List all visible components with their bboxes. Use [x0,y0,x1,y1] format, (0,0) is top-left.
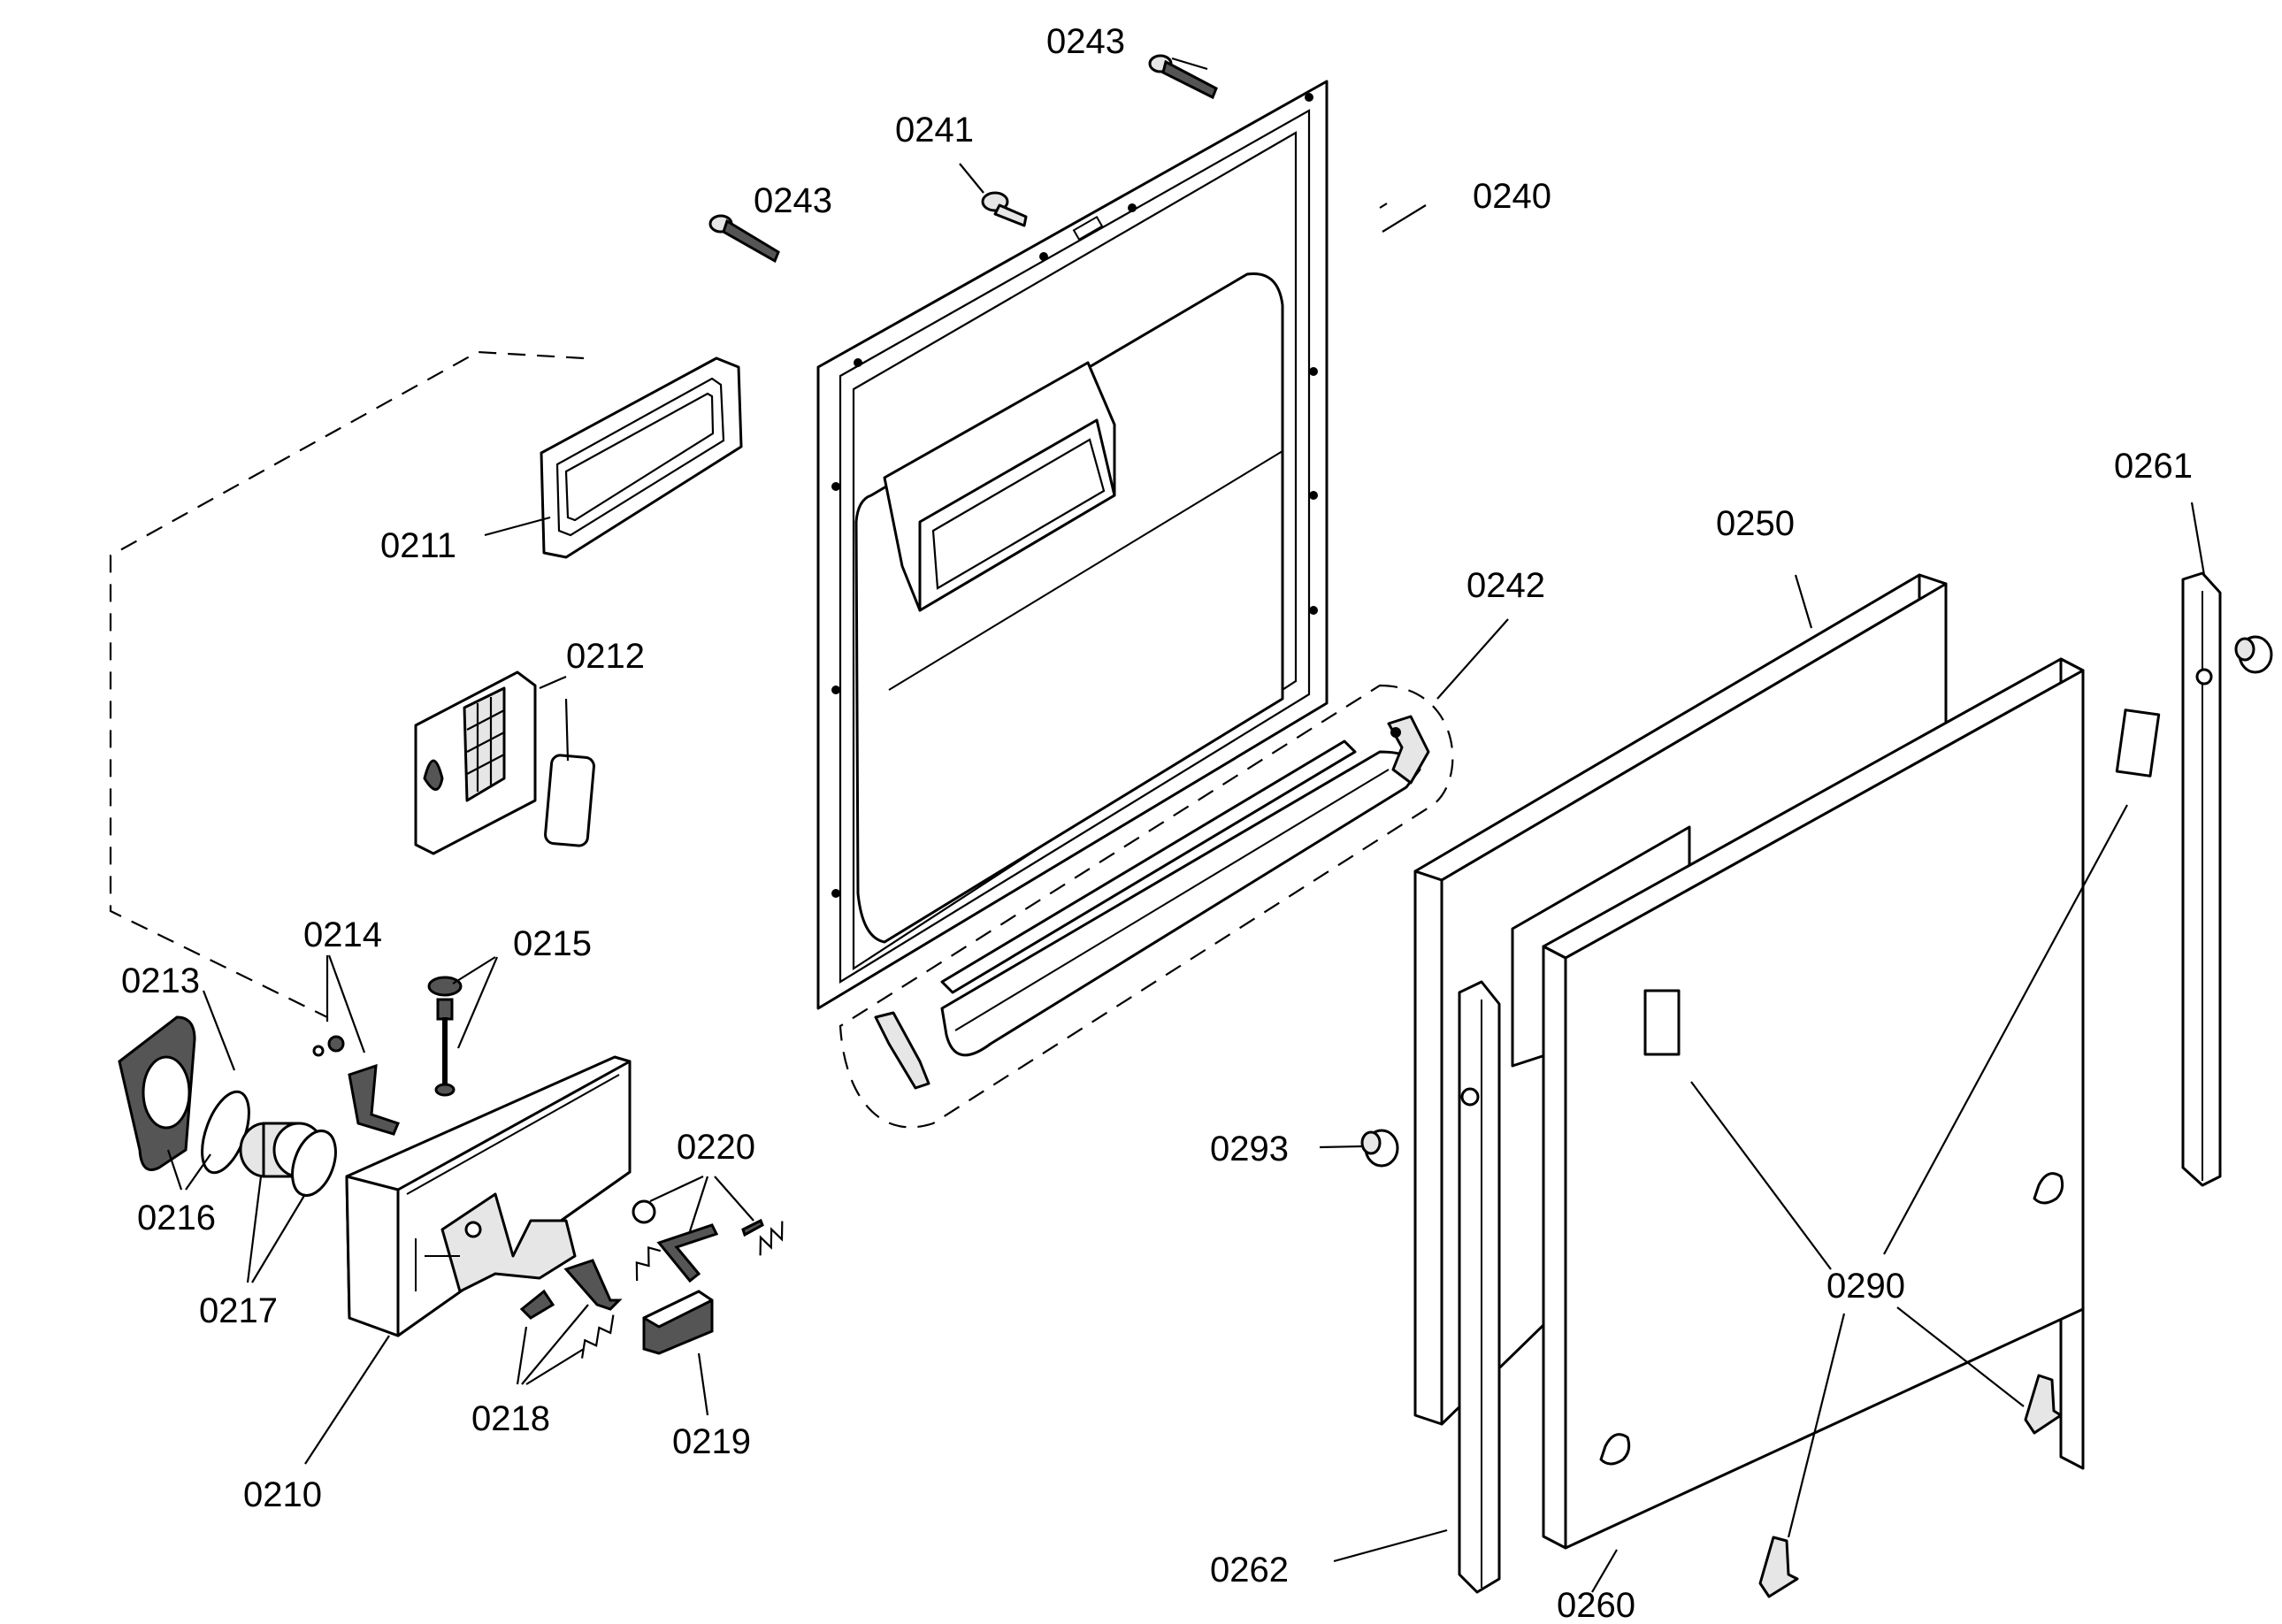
part-0214-lever [312,1035,401,1136]
part-0243-screw-right [1148,54,1218,100]
label-0213: 0213 [121,961,200,1000]
label-0293: 0293 [1210,1130,1289,1168]
part-0213-knob [118,1015,196,1171]
part-labels: 0243 0241 0243 0240 0211 0212 0242 0250 … [121,22,2193,1624]
label-0241: 0241 [895,111,974,149]
part-0240-inner-door [816,80,1329,1010]
part-0293-cap [1360,1129,1399,1168]
label-0212: 0212 [566,637,645,676]
part-0290-pad-upper [2115,709,2161,778]
label-0216: 0216 [137,1199,216,1237]
part-0215-pin [427,976,463,1097]
label-0260: 0260 [1557,1586,1635,1624]
part-0261-cap [2234,635,2273,674]
label-0220: 0220 [677,1128,755,1167]
label-0210: 0210 [243,1475,322,1514]
part-0290-clip-right [2024,1374,2063,1435]
part-0210-housing [345,1055,632,1337]
label-0250: 0250 [1716,504,1795,543]
part-0241-screw [981,191,1028,227]
label-0214: 0214 [303,915,382,954]
label-0242: 0242 [1466,566,1545,605]
part-0211-gasket [540,356,743,559]
dashed-group-outline-dispenser [109,350,585,1018]
label-0262: 0262 [1210,1551,1289,1590]
part-0212-flap [414,670,595,855]
label-0261: 0261 [2114,447,2193,486]
label-0243-left: 0243 [754,181,832,220]
part-0262-left-strip [1458,980,1501,1594]
label-0243-top: 0243 [1046,22,1125,61]
part-0260-front-panel [1511,657,2085,1550]
label-0215: 0215 [513,924,592,963]
part-0220-spring-set [632,1199,784,1283]
label-0217: 0217 [199,1291,278,1330]
leader-lines [166,57,2206,1593]
part-0261-right-strip [2181,571,2222,1187]
label-0240: 0240 [1473,177,1551,216]
part-0218-spring-set [519,1246,662,1359]
part-0219-switch [642,1290,714,1355]
part-0242-hinge-strip [874,715,1430,1090]
label-0290: 0290 [1826,1267,1905,1306]
label-0219: 0219 [672,1422,751,1461]
dashed-group-outline-hinges [839,684,1454,1129]
part-0217-cylinder [239,1122,337,1197]
part-0243-screw-left [708,214,780,264]
part-0290-clip-bottom [1758,1536,1799,1598]
label-0211: 0211 [380,526,456,565]
label-0218: 0218 [471,1399,550,1438]
